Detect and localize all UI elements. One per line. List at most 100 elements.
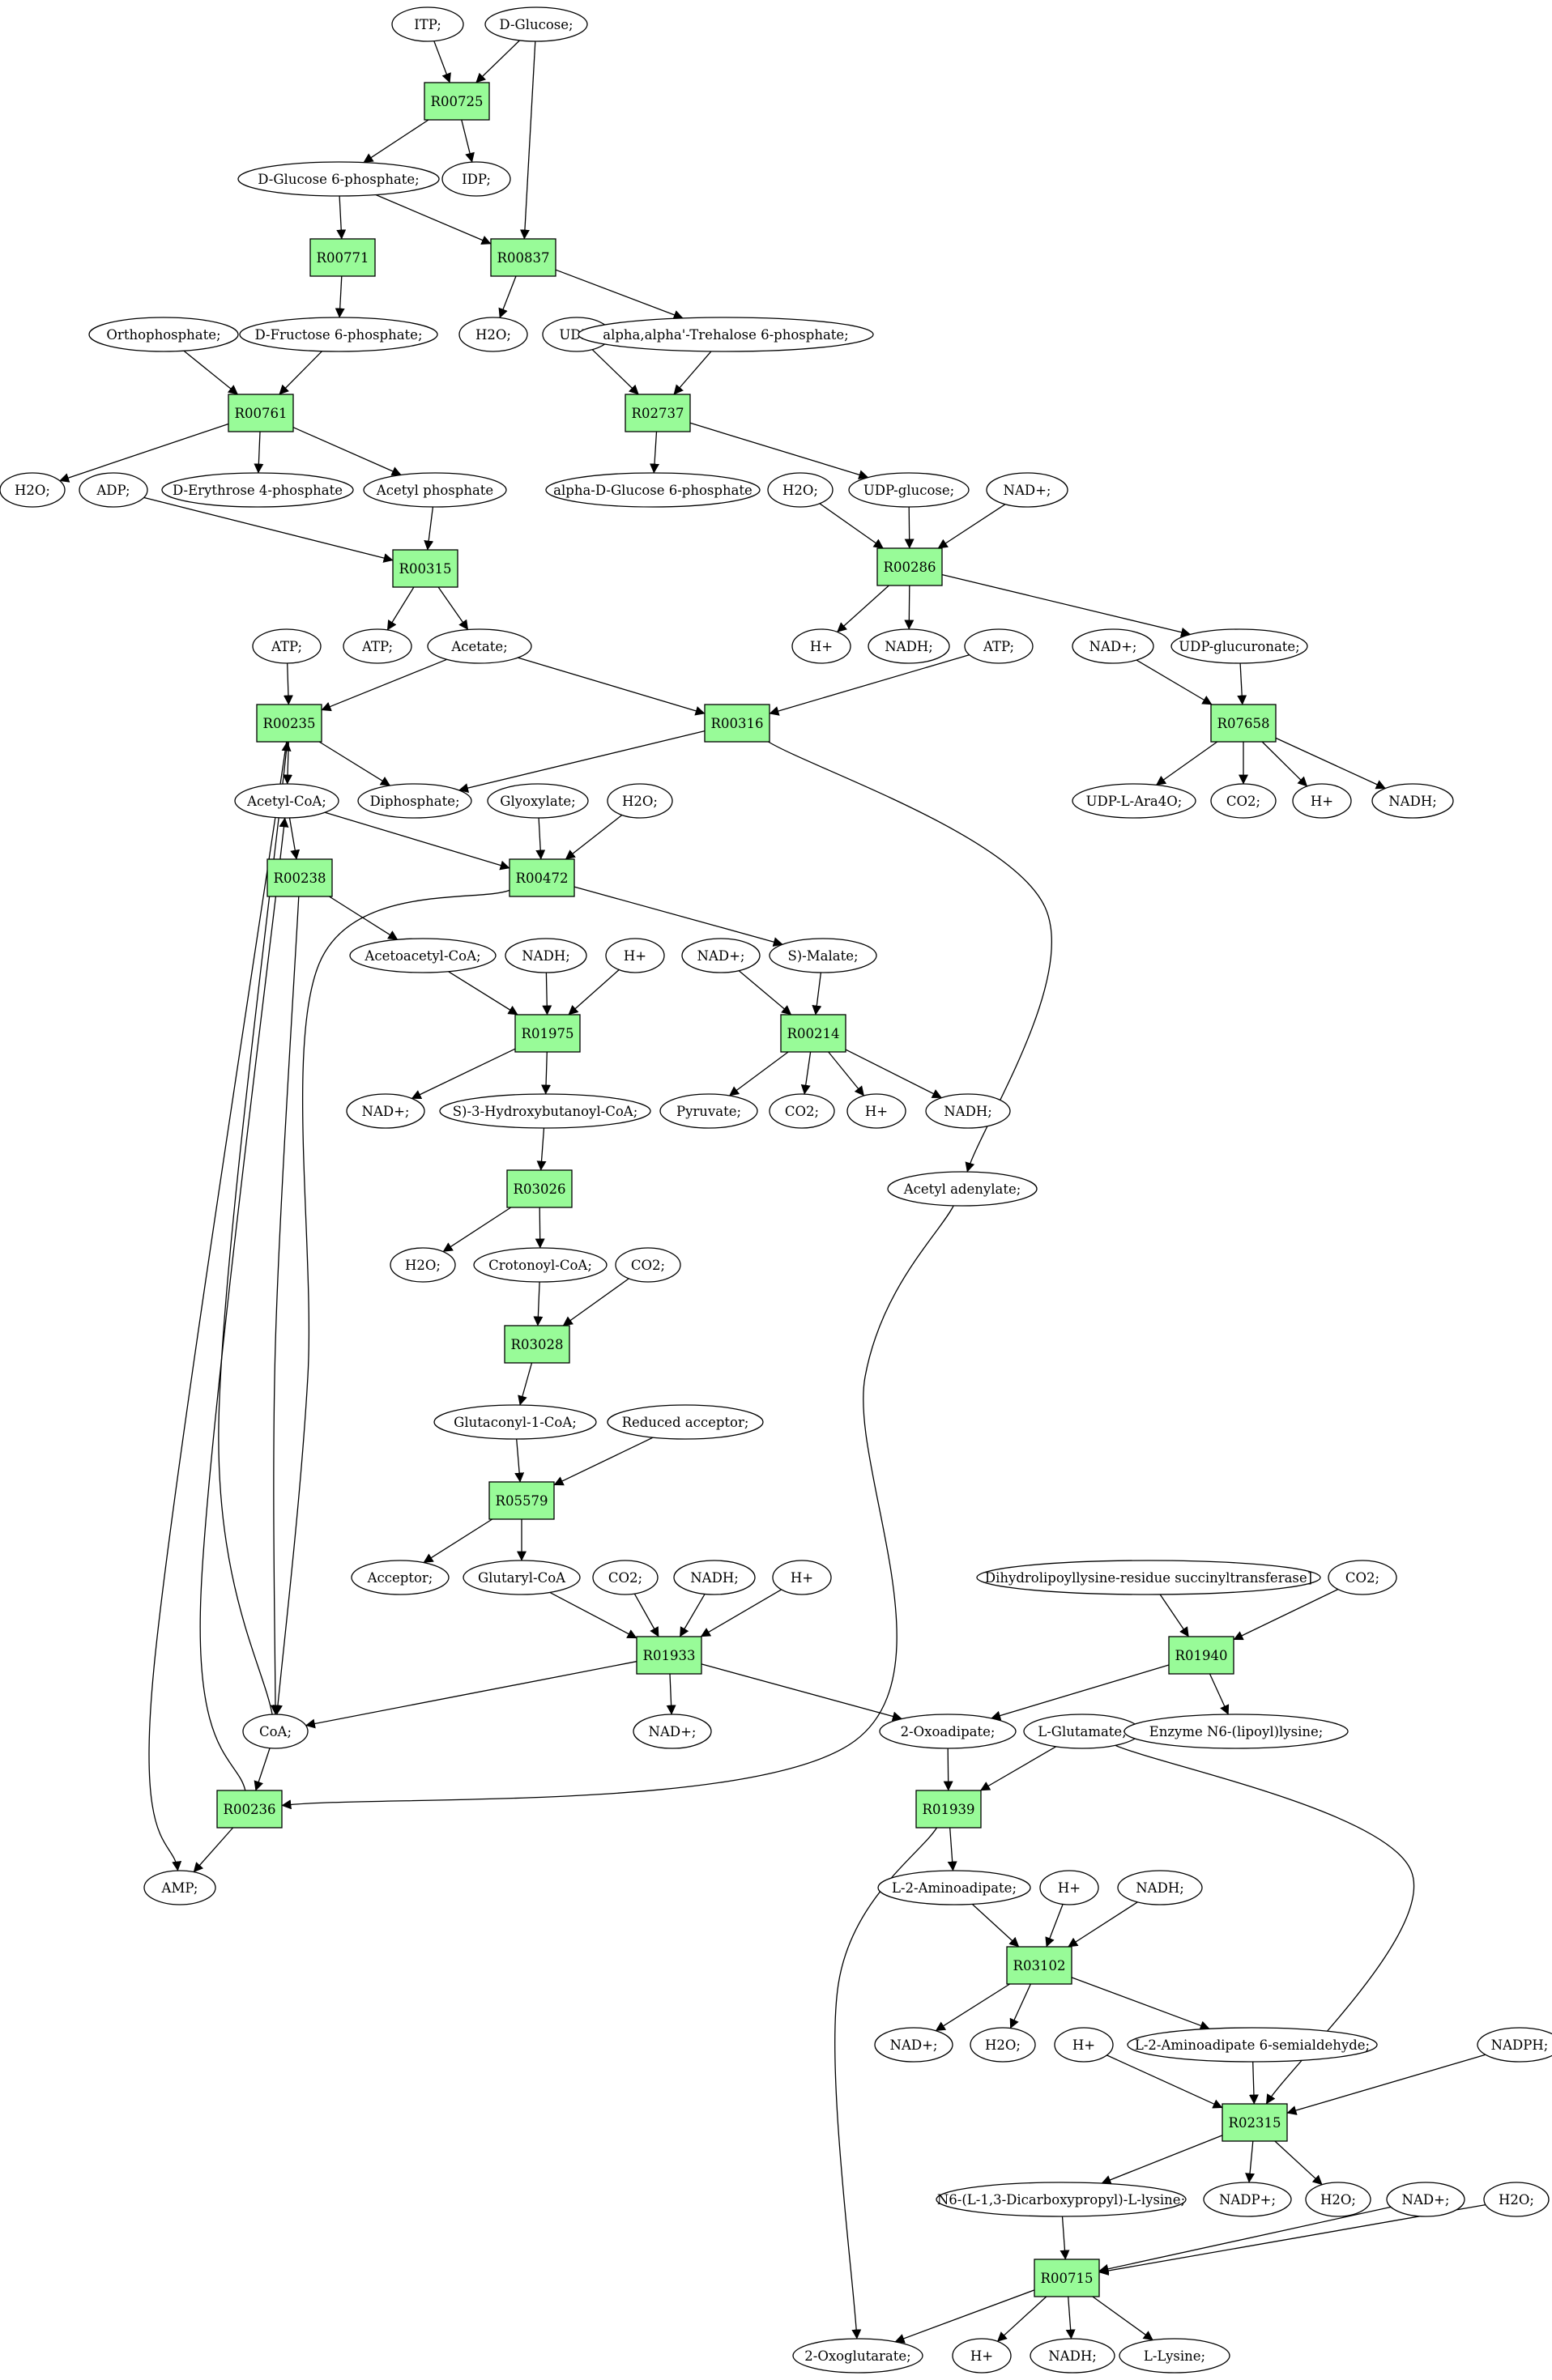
node-label: Crotonoyl-CoA;	[488, 1258, 592, 1273]
metabolite-ellipse	[615, 1247, 681, 1283]
reaction-node-r00725: R00725	[424, 82, 490, 121]
metabolite-node-itp: ITP;	[391, 6, 464, 42]
metabolite-node-idp: IDP;	[441, 161, 511, 197]
metabolite-node-pyruvate: Pyruvate;	[659, 1093, 758, 1129]
node-label: NAD+;	[1402, 2192, 1450, 2208]
metabolite-ellipse	[1072, 628, 1154, 664]
edge-r01933-to-oxoadipate	[701, 1663, 902, 1722]
node-label: R00837	[497, 250, 550, 266]
metabolite-ellipse	[673, 1560, 756, 1595]
edge-r02315-to-h2o_g	[1274, 2140, 1323, 2186]
node-label: NAD+;	[1004, 483, 1051, 498]
reaction-node-r00761: R00761	[228, 394, 294, 432]
edge-r01933-to-coa	[305, 1661, 637, 1729]
edge-r00725-to-g6p	[363, 119, 429, 164]
node-label: ADP;	[96, 483, 130, 498]
node-label: R01933	[643, 1648, 696, 1663]
edge-nad_g-to-r00715	[1098, 2206, 1392, 2274]
node-label: R00236	[224, 1802, 276, 1817]
metabolite-ellipse	[868, 628, 950, 664]
node-label: UDP-glucuronate;	[1179, 639, 1299, 654]
node-label: NADH;	[522, 948, 570, 964]
node-label: R00238	[274, 871, 326, 886]
edge-nadh_f-to-r03102	[1068, 1901, 1138, 1948]
metabolite-ellipse	[487, 783, 589, 819]
metabolite-node-h_d: H+	[846, 1093, 906, 1129]
metabolite-node-oxoadipate: 2-Oxoadipate;	[879, 1714, 1017, 1749]
node-label: alpha-D-Glucose 6-phosphate	[553, 483, 753, 498]
node-label: NADH;	[690, 1570, 739, 1586]
metabolite-ellipse	[879, 1714, 1017, 1749]
metabolite-ellipse	[1117, 1870, 1203, 1905]
node-label: S)-3-Hydroxybutanoyl-CoA;	[453, 1104, 638, 1119]
node-label: R03102	[1013, 1958, 1066, 1973]
edge-nad_c-to-r00214	[738, 970, 792, 1015]
reaction-box	[228, 394, 294, 432]
metabolite-node-nadh_b: NADH;	[1371, 783, 1454, 819]
node-label: Acetyl adenylate;	[903, 1181, 1021, 1197]
edge-dihydrolipoyllysine-to-r01940	[1159, 1594, 1189, 1637]
metabolite-ellipse	[351, 1560, 450, 1595]
node-label: UDP-L-Ara4O;	[1086, 794, 1183, 809]
node-label: R00214	[787, 1026, 840, 1041]
node-label: N6-(L-1,3-Dicarboxypropyl)-L-lysine;	[937, 2192, 1185, 2208]
edge-r02315-to-nadp	[1245, 2140, 1256, 2183]
node-label: CO2;	[1226, 794, 1260, 809]
edge-udp_a-to-r02737	[591, 349, 639, 395]
reaction-box	[1222, 2103, 1288, 2142]
metabolite-node-nadh_f: NADH;	[1117, 1870, 1203, 1905]
reaction-node-r01940: R01940	[1168, 1636, 1234, 1675]
edge-r00715-to-llysine	[1092, 2296, 1153, 2341]
metabolite-node-dihydrolipoyllysine: Dihydrolipoyllysine-residue succinyltran…	[976, 1560, 1321, 1595]
edge-r01939-to-oxoglutarate	[834, 1827, 938, 2340]
metabolite-node-h2o_f: H2O;	[970, 2027, 1036, 2063]
metabolite-ellipse	[427, 628, 532, 664]
metabolite-node-semialdehyde: L-2-Aminoadipate 6-semialdehyde;	[1127, 2027, 1378, 2063]
metabolite-node-nad_b: NAD+;	[1072, 628, 1154, 664]
node-label: Reduced acceptor;	[622, 1415, 749, 1430]
reaction-node-r00715: R00715	[1034, 2259, 1100, 2297]
reaction-box	[424, 82, 490, 121]
reaction-box	[504, 1325, 570, 1364]
metabolite-ellipse	[1119, 2338, 1230, 2374]
node-label: R02737	[632, 406, 684, 421]
edge-r00316-to-diphosphate	[458, 730, 706, 793]
metabolite-ellipse	[769, 938, 877, 973]
edge-r02315-to-n6dicarboxypropyl	[1101, 2135, 1223, 2185]
metabolite-node-l2aminoadipate: L-2-Aminoadipate;	[877, 1870, 1031, 1905]
metabolite-ellipse	[607, 1404, 764, 1440]
metabolite-node-hydroxybutanoylcoa: S)-3-Hydroxybutanoyl-CoA;	[439, 1093, 651, 1129]
metabolite-ellipse	[1054, 2027, 1114, 2063]
metabolite-node-nad_e: NAD+;	[633, 1714, 712, 1749]
node-label: Enzyme N6-(lipoyl)lysine;	[1149, 1724, 1324, 1739]
node-label: H+	[810, 639, 833, 654]
metabolite-node-smalate: S)-Malate;	[769, 938, 877, 973]
node-label: Acceptor;	[367, 1570, 433, 1586]
node-label: NADH;	[1048, 2348, 1097, 2364]
node-label: R00472	[516, 871, 569, 886]
metabolite-ellipse	[887, 1171, 1038, 1207]
edge-nadh_e-to-r01933	[679, 1594, 706, 1637]
metabolite-node-nad_a: NAD+;	[986, 472, 1068, 508]
reaction-box	[509, 858, 575, 897]
node-label: R01939	[923, 1802, 975, 1817]
edge-oxoadipate-to-r01939	[943, 1748, 953, 1791]
edge-l2aminoadipate-to-r03102	[971, 1903, 1020, 1948]
reaction-box	[915, 1790, 982, 1829]
edge-r05579-to-acceptor	[423, 1518, 493, 1564]
reaction-node-r03102: R03102	[1006, 1946, 1072, 1985]
metabolite-ellipse	[161, 472, 354, 508]
metabolite-ellipse	[1386, 2182, 1465, 2217]
node-label: Acetyl-CoA;	[246, 794, 326, 809]
metabolite-ellipse	[143, 1870, 216, 1905]
edge-r00286-to-udpglucuronate	[941, 573, 1192, 637]
node-label: NAD+;	[890, 2037, 938, 2053]
node-label: L-Glutamate;	[1038, 1724, 1127, 1739]
node-label: H+	[1072, 2037, 1095, 2053]
metabolite-ellipse	[767, 472, 834, 508]
node-label: R02315	[1229, 2115, 1281, 2131]
metabolite-ellipse	[463, 1560, 581, 1595]
edge-r00286-to-h_a	[837, 585, 889, 632]
metabolite-node-adp: ADP;	[79, 472, 148, 508]
metabolite-node-acetylphosphate: Acetyl phosphate	[363, 472, 507, 508]
